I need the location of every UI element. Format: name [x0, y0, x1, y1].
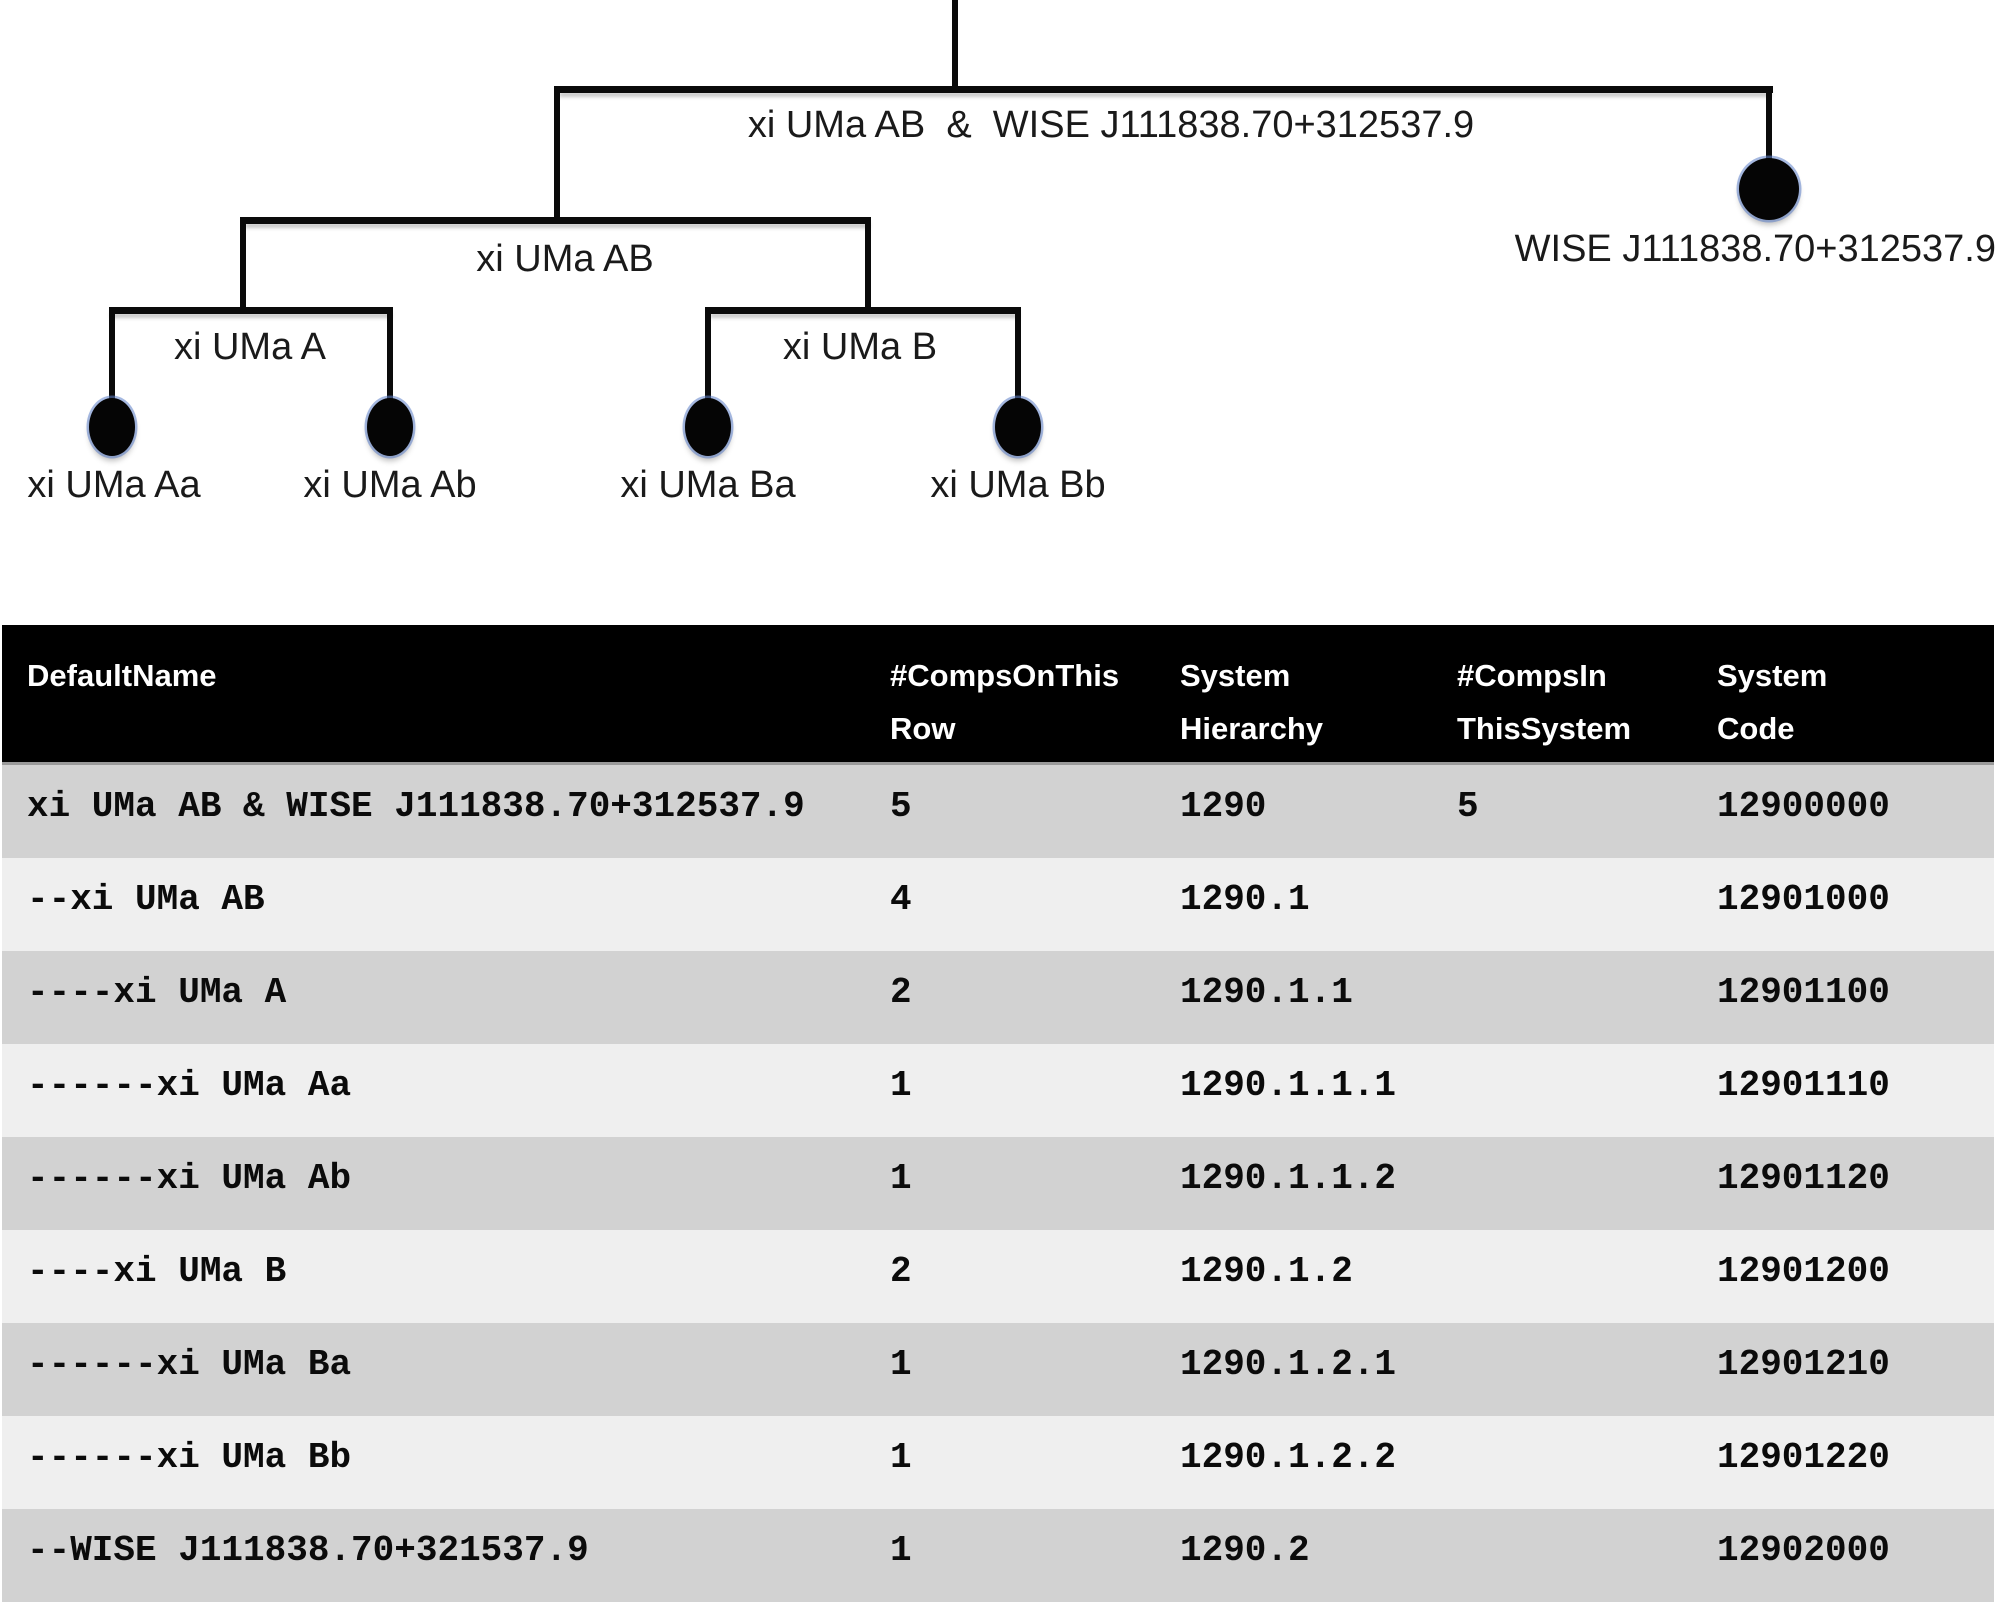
table-row: ------xi UMa Aa 1 1290.1.1.1 12901110	[2, 1044, 1994, 1137]
column-header-system-hierarchy: System Hierarchy	[1180, 658, 1324, 746]
cell-defaultname: ------xi UMa Bb	[27, 1437, 352, 1478]
cell-comps-in-system: 5	[1457, 786, 1479, 827]
tree-leaf-line-ba	[705, 307, 711, 401]
table-row: xi UMa AB & WISE J111838.70+312537.9 5 1…	[2, 765, 1994, 858]
tree-label-ab: xi UMa AB	[476, 238, 654, 280]
tree-level2-crossbar-ab	[243, 217, 871, 224]
star-node-wise	[1739, 158, 1799, 220]
cell-comps-on-row: 1	[890, 1158, 912, 1199]
table-row: ------xi UMa Ab 1 1290.1.1.2 12901120	[2, 1137, 1994, 1230]
cell-comps-in-system	[1457, 1272, 1717, 1282]
tree-label-root-pair: xi UMa AB & WISE J111838.70+312537.9	[747, 104, 1475, 146]
cell-system-code: 12901110	[1717, 1065, 1890, 1106]
table-row: --xi UMa AB 4 1290.1 12901000	[2, 858, 1994, 951]
cell-system-hierarchy: 1290.1.2.2	[1180, 1437, 1397, 1478]
star-node-ba	[685, 398, 731, 456]
tree-label-a: xi UMa A	[173, 326, 327, 368]
tree-leaf-line-bb	[1015, 307, 1021, 401]
tree-level3-crossbar-b	[708, 307, 1020, 314]
cell-system-hierarchy: 1290.1.1.2	[1180, 1158, 1397, 1199]
cell-defaultname: --WISE J111838.70+321537.9	[27, 1530, 589, 1571]
column-header-comps-in-system: #CompsIn ThisSystem	[1457, 658, 1632, 746]
cell-system-hierarchy: 1290.2	[1180, 1530, 1310, 1571]
cell-system-code: 12901200	[1717, 1251, 1890, 1292]
cell-comps-on-row: 4	[890, 879, 912, 920]
tree-label-b: xi UMa B	[782, 326, 938, 368]
cell-system-hierarchy: 1290.1.1	[1180, 972, 1353, 1013]
star-node-bb	[995, 398, 1041, 456]
table-row: ------xi UMa Ba 1 1290.1.2.1 12901210	[2, 1323, 1994, 1416]
cell-system-code: 12901210	[1717, 1344, 1890, 1385]
cell-system-code: 12900000	[1717, 786, 1890, 827]
cell-comps-on-row: 1	[890, 1437, 912, 1478]
tree-label-ab-comp: xi UMa Ab	[303, 464, 477, 506]
tree-label-wise: WISE J111838.70+312537.9	[1514, 228, 1996, 270]
cell-comps-in-system	[1457, 993, 1717, 1003]
cell-system-code: 12901000	[1717, 879, 1890, 920]
cell-comps-in-system	[1457, 1179, 1717, 1189]
tree-root-stem-line	[952, 0, 958, 90]
cell-comps-in-system	[1457, 1551, 1717, 1561]
cell-system-code: 12901220	[1717, 1437, 1890, 1478]
cell-comps-on-row: 1	[890, 1344, 912, 1385]
cell-defaultname: ------xi UMa Ba	[27, 1344, 352, 1385]
table-header-row: DefaultName #CompsOnThis Row System Hier…	[2, 625, 1994, 765]
cell-comps-in-system	[1457, 900, 1717, 910]
cell-system-hierarchy: 1290.1.1.1	[1180, 1065, 1397, 1106]
system-hierarchy-tree: xi UMa AB & WISE J111838.70+312537.9 WIS…	[0, 0, 1996, 625]
cell-system-hierarchy: 1290.1.2	[1180, 1251, 1353, 1292]
tree-branch-line-b	[865, 217, 871, 313]
tree-branch-line-wise	[1766, 86, 1772, 164]
star-node-aa	[89, 398, 135, 456]
cell-defaultname: ------xi UMa Ab	[27, 1158, 352, 1199]
cell-comps-on-row: 2	[890, 972, 912, 1013]
cell-comps-in-system	[1457, 1086, 1717, 1096]
cell-system-code: 12901120	[1717, 1158, 1890, 1199]
cell-comps-in-system	[1457, 1458, 1717, 1468]
cell-defaultname: xi UMa AB & WISE J111838.70+312537.9	[27, 786, 805, 827]
tree-label-aa: xi UMa Aa	[27, 464, 201, 506]
tree-level1-crossbar	[557, 86, 1773, 93]
cell-defaultname: --xi UMa AB	[27, 879, 265, 920]
table-row: --WISE J111838.70+321537.9 1 1290.2 1290…	[2, 1509, 1994, 1602]
cell-system-hierarchy: 1290.1	[1180, 879, 1310, 920]
tree-branch-line-ab	[554, 86, 560, 224]
hierarchy-table: DefaultName #CompsOnThis Row System Hier…	[2, 625, 1994, 1602]
tree-level3-crossbar-a	[109, 307, 393, 314]
cell-defaultname: ----xi UMa A	[27, 972, 287, 1013]
star-node-ab	[367, 398, 413, 456]
column-header-comps-on-row: #CompsOnThis Row	[890, 658, 1120, 746]
cell-system-code: 12902000	[1717, 1530, 1890, 1571]
cell-comps-on-row: 5	[890, 786, 912, 827]
tree-leaf-line-aa	[109, 307, 115, 401]
column-header-system-code: System Code	[1717, 658, 1828, 746]
tree-label-ba: xi UMa Ba	[620, 464, 796, 506]
tree-leaf-line-ab	[387, 307, 393, 401]
tree-label-bb: xi UMa Bb	[930, 464, 1106, 506]
cell-system-hierarchy: 1290	[1180, 786, 1267, 827]
table-row: ------xi UMa Bb 1 1290.1.2.2 12901220	[2, 1416, 1994, 1509]
cell-comps-on-row: 1	[890, 1065, 912, 1106]
cell-system-code: 12901100	[1717, 972, 1890, 1013]
tree-branch-line-a	[240, 217, 246, 313]
cell-comps-on-row: 2	[890, 1251, 912, 1292]
cell-comps-in-system	[1457, 1365, 1717, 1375]
cell-system-hierarchy: 1290.1.2.1	[1180, 1344, 1397, 1385]
column-header-defaultname: DefaultName	[27, 658, 217, 693]
cell-defaultname: ----xi UMa B	[27, 1251, 287, 1292]
table-row: ----xi UMa A 2 1290.1.1 12901100	[2, 951, 1994, 1044]
cell-comps-on-row: 1	[890, 1530, 912, 1571]
table-row: ----xi UMa B 2 1290.1.2 12901200	[2, 1230, 1994, 1323]
cell-defaultname: ------xi UMa Aa	[27, 1065, 352, 1106]
